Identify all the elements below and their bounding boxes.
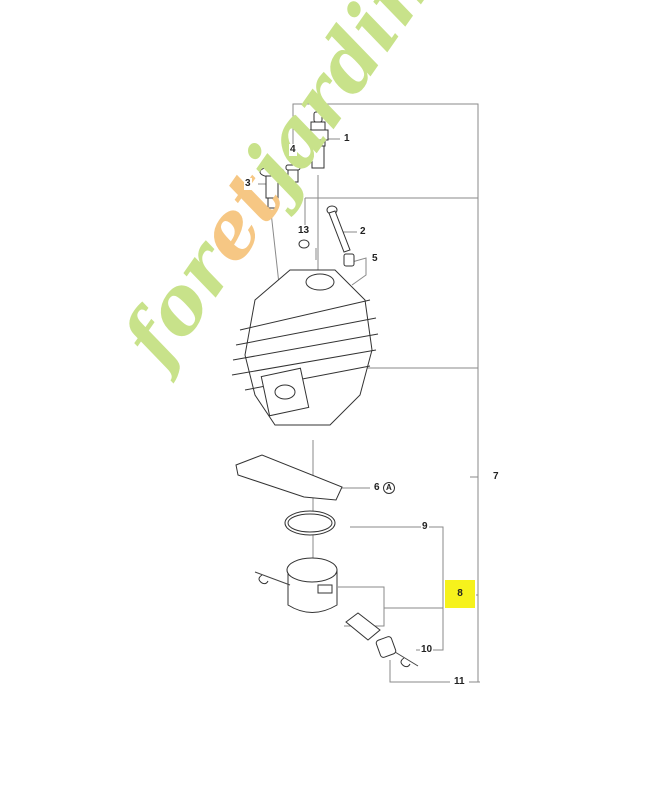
callout-6-badge-a: A [386,483,392,492]
callout-4[interactable]: 4 [289,144,297,156]
callout-3[interactable]: 3 [244,178,252,190]
callout-11[interactable]: 11 [453,676,466,688]
callout-1[interactable]: 1 [343,133,351,145]
callout-8-highlighted[interactable]: 8 [445,580,475,608]
callout-6[interactable]: 6 [373,482,381,494]
callout-5[interactable]: 5 [371,253,379,265]
callout-9[interactable]: 9 [421,521,429,533]
callout-13[interactable]: 13 [297,225,311,237]
callout-2[interactable]: 2 [359,226,367,238]
callout-7[interactable]: 7 [492,471,500,483]
callout-10[interactable]: 10 [420,644,434,656]
